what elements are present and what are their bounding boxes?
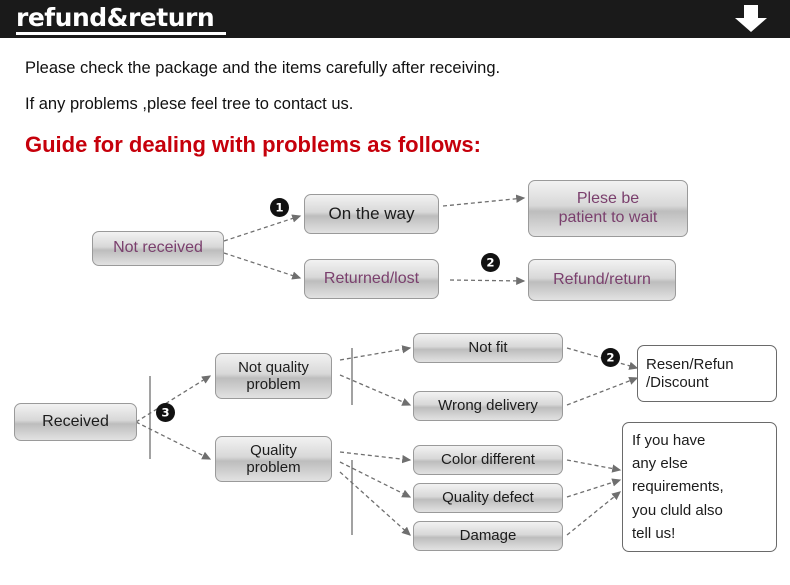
svg-text:3: 3 xyxy=(161,406,169,420)
flow2-branch-quality-line1: Quality xyxy=(250,441,297,459)
flow2-branch-not-quality-line1: Not quality xyxy=(238,358,309,376)
flow2-branch-not-quality[interactable]: Not quality problem xyxy=(215,353,332,399)
flow2-result-resend-line1: Resen/Refun xyxy=(646,356,734,374)
flow1-result-wait-line1: Plese be xyxy=(576,190,640,208)
flow2-branch-quality-line2: problem xyxy=(246,459,301,476)
flow2-branch-quality[interactable]: Quality problem xyxy=(215,436,332,482)
page-title: refund&return xyxy=(16,3,215,32)
flow1-result-wait-line2: patient to wait xyxy=(558,208,658,226)
flow2-item-not-fit[interactable]: Not fit xyxy=(413,333,563,363)
flow2-note-line3: requirements, xyxy=(632,478,724,496)
svg-text:2: 2 xyxy=(606,351,614,365)
arrow-down-icon xyxy=(735,5,767,32)
flow2-start-box[interactable]: Received xyxy=(14,403,137,441)
flow2-branch-not-quality-line2: problem xyxy=(246,376,301,393)
intro-line-1: Please check the package and the items c… xyxy=(25,59,501,77)
flow2-item-color-different[interactable]: Color different xyxy=(413,445,563,475)
page-header xyxy=(0,0,790,38)
flow2-item-wrong-delivery[interactable]: Wrong delivery xyxy=(413,391,563,421)
svg-text:2: 2 xyxy=(486,256,494,270)
flow1-start-box[interactable]: Not received xyxy=(92,231,224,266)
bullet-one: 1 xyxy=(270,198,289,217)
intro-line-2: If any problems ,plese feel tree to cont… xyxy=(25,95,354,113)
flow2-item-quality-defect[interactable]: Quality defect xyxy=(413,483,563,513)
flow2-note-line5: tell us! xyxy=(632,524,676,542)
bullet-two-flow2: 2 xyxy=(601,348,620,367)
flow1-branch-returned-lost[interactable]: Returned/lost xyxy=(304,259,439,299)
flow2-note-line1: If you have xyxy=(632,431,706,449)
guide-heading: Guide for dealing with problems as follo… xyxy=(25,132,481,157)
flow2-item-damage[interactable]: Damage xyxy=(413,521,563,551)
flow2-note-box[interactable]: If you have any else requirements, you c… xyxy=(622,422,777,552)
flow2-result-resend[interactable]: Resen/Refun /Discount xyxy=(637,345,777,402)
title-underline xyxy=(16,32,226,35)
bullet-three: 3 xyxy=(156,403,175,422)
flow2-note-line4: you cluld also xyxy=(632,501,723,519)
svg-text:1: 1 xyxy=(275,201,283,215)
flow2-note-line2: any else xyxy=(632,455,688,473)
flow1-branch-on-the-way[interactable]: On the way xyxy=(304,194,439,234)
flow1-result-refund[interactable]: Refund/return xyxy=(528,259,676,301)
flow2-result-resend-line2: /Discount xyxy=(646,373,709,391)
bullet-two-flow1: 2 xyxy=(481,253,500,272)
flow1-result-wait[interactable]: Plese be patient to wait xyxy=(528,180,688,237)
